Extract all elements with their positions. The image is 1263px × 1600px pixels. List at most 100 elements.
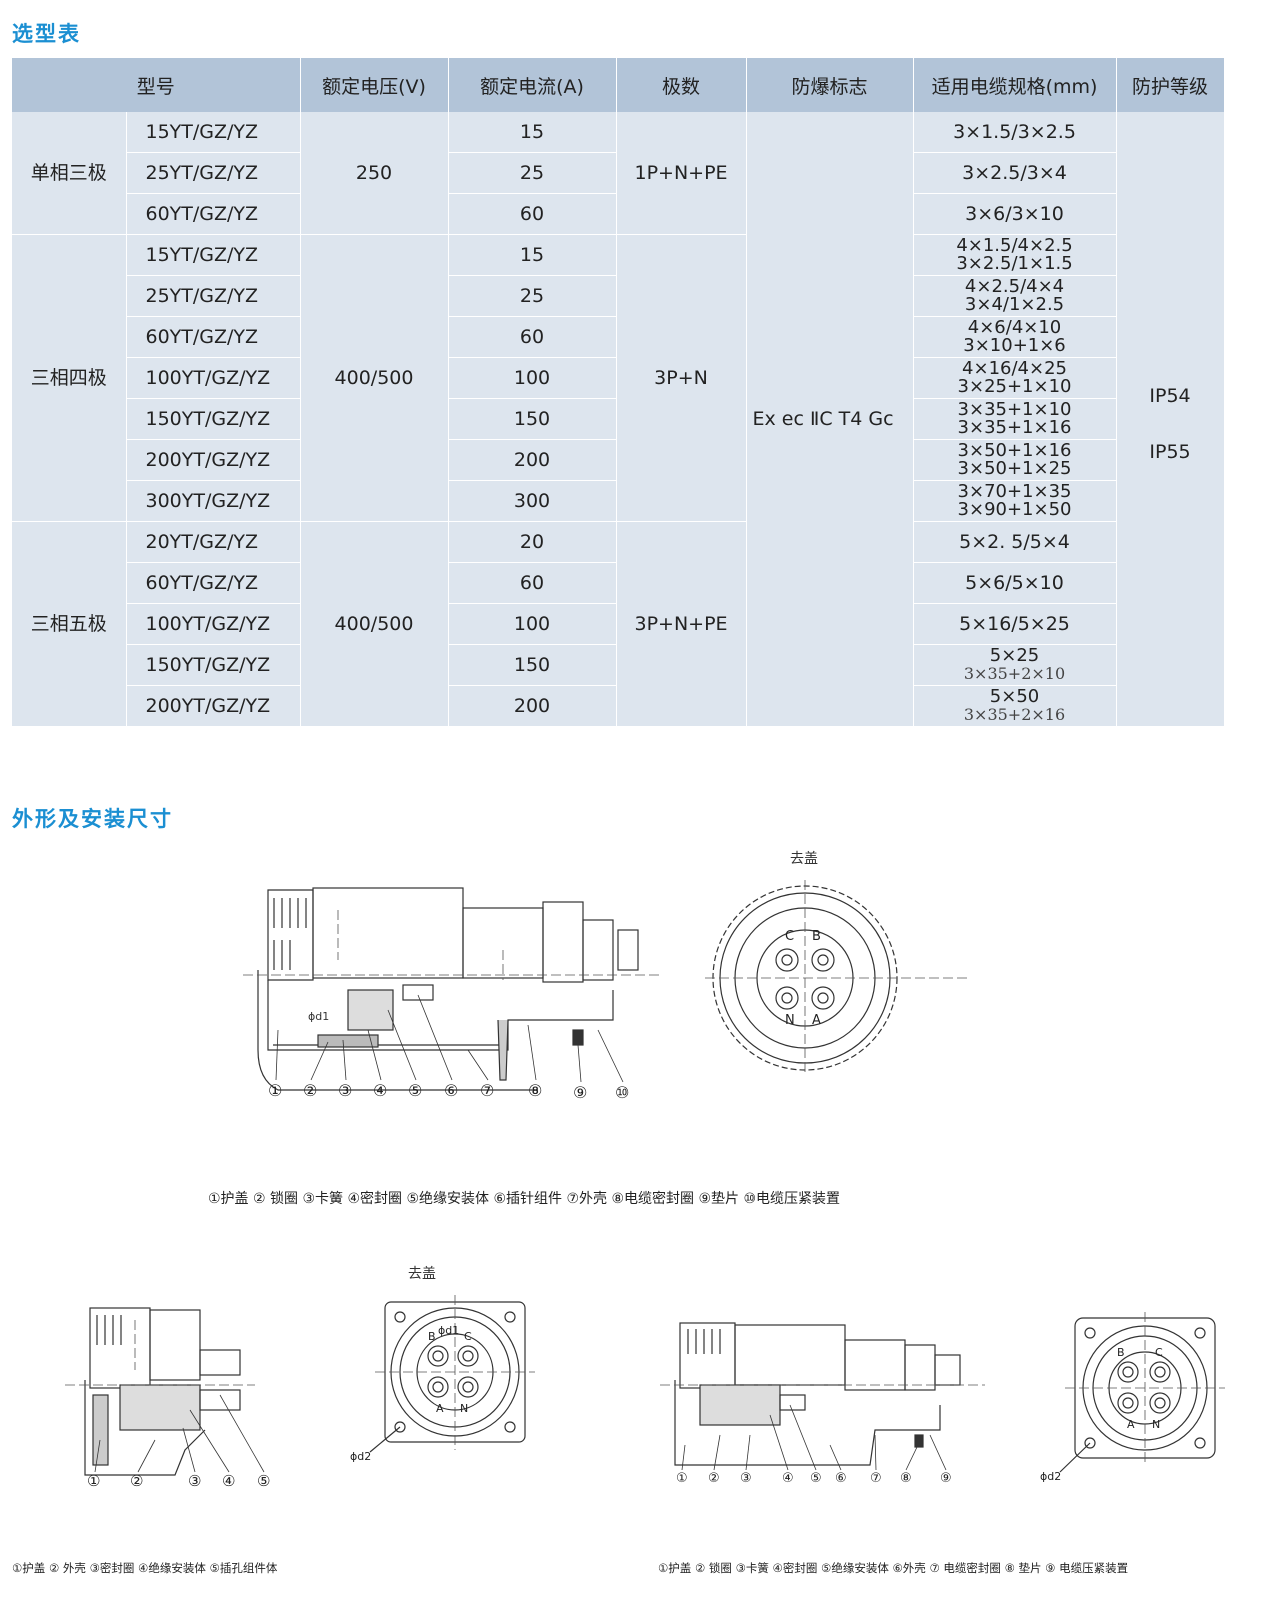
voltage-cell: 400/500 — [300, 234, 449, 522]
model-cell: 25YT/GZ/YZ — [126, 275, 301, 317]
cable-line-1: 3×2.5/3×4 — [962, 162, 1067, 184]
callout-8: ⑧ — [528, 1081, 542, 1100]
current-cell: 100 — [448, 603, 617, 645]
callout-3: ③ — [740, 1471, 752, 1486]
d1-label: ϕd1 — [308, 1010, 329, 1023]
callout-9: ⑨ — [940, 1471, 952, 1486]
socket-front-view-drawing: B C A N ϕd1 ϕd2 — [350, 1295, 535, 1463]
current-cell: 25 — [448, 275, 617, 317]
callout-4: ④ — [373, 1081, 387, 1100]
cable-line-2: 3×50+1×25 — [957, 458, 1072, 479]
model-cell: 100YT/GZ/YZ — [126, 603, 301, 645]
cable-cell: 3×2.5/3×4 — [913, 152, 1117, 194]
pin-label: N — [460, 1402, 468, 1415]
cable-line-2: 3×2.5/1×1.5 — [956, 253, 1073, 274]
header-model: 型号 — [12, 58, 301, 112]
pin-label: A — [436, 1402, 444, 1415]
cable-line-2: 3×90+1×50 — [957, 499, 1072, 520]
header-ex-mark: 防爆标志 — [746, 58, 914, 112]
model-cell: 300YT/GZ/YZ — [126, 480, 301, 522]
voltage-cell: 250 — [300, 112, 449, 235]
callout-2: ② — [303, 1081, 317, 1100]
callout-6: ⑥ — [835, 1471, 847, 1486]
protection-ip55: IP55 — [1149, 441, 1191, 463]
cable-cell: 3×6/3×10 — [913, 193, 1117, 235]
pin-label: C — [785, 929, 794, 944]
model-cell: 60YT/GZ/YZ — [126, 316, 301, 358]
cable-line-2: 3×35+2×16 — [963, 705, 1066, 724]
header-poles: 极数 — [616, 58, 747, 112]
plug-front-view-drawing: C B N A — [705, 880, 970, 1076]
cable-cell: 3×1.5/3×2.5 — [913, 112, 1117, 153]
model-cell: 25YT/GZ/YZ — [126, 152, 301, 194]
d1-label: ϕd1 — [438, 1324, 459, 1337]
current-cell: 60 — [448, 562, 617, 604]
socket-front-view-label: 去盖 — [408, 1266, 436, 1282]
plug-side-view-drawing: ϕd1 ① ② ③ ④ ⑤ ⑥ ⑦ ⑧ ⑨ ⑩ — [243, 887, 663, 1102]
pin-label: B — [812, 929, 821, 944]
callout-1: ① — [676, 1471, 688, 1486]
current-cell: 20 — [448, 521, 617, 563]
cable-line-2: 3×35+2×10 — [963, 664, 1066, 683]
callout-7: ⑦ — [870, 1471, 882, 1486]
table-header-row: 型号 额定电压(V) 额定电流(A) 极数 防爆标志 适用电缆规格(mm) 防护… — [12, 58, 1225, 112]
model-cell: 150YT/GZ/YZ — [126, 398, 301, 440]
callout-4: ④ — [782, 1471, 794, 1486]
table-row: 60YT/GZ/YZ 60 3×6/3×10 — [12, 193, 1224, 235]
model-cell: 60YT/GZ/YZ — [126, 193, 301, 235]
cable-line-1: 5×2. 5/5×4 — [959, 531, 1070, 553]
current-cell: 200 — [448, 685, 617, 727]
cable-line-1: 3×1.5/3×2.5 — [953, 121, 1076, 143]
header-voltage: 额定电压(V) — [300, 58, 449, 112]
protection-cell: IP54 IP55 — [1116, 112, 1225, 727]
table-row: 100YT/GZ/YZ 100 5×16/5×25 — [12, 603, 1224, 645]
callout-3: ③ — [188, 1472, 201, 1490]
model-cell: 15YT/GZ/YZ — [126, 234, 301, 276]
cable-cell: 5×2. 5/5×4 — [913, 521, 1117, 563]
d2-label: ϕd2 — [1040, 1470, 1061, 1483]
callout-1: ① — [87, 1472, 100, 1490]
group-name: 三相四极 — [12, 234, 127, 522]
cable-line-2: 3×4/1×2.5 — [964, 294, 1065, 315]
current-cell: 150 — [448, 644, 617, 686]
inline-plug-front-view-drawing: B C A N ϕd2 — [1040, 1312, 1225, 1483]
pin-label: C — [1155, 1346, 1163, 1359]
poles-cell: 3P+N+PE — [616, 521, 747, 727]
header-current: 额定电流(A) — [448, 58, 617, 112]
section-title-selection: 选型表 — [12, 22, 81, 46]
poles-cell: 1P+N+PE — [616, 112, 747, 235]
cable-line-2: 3×10+1×6 — [963, 335, 1066, 356]
bottom-left-caption: ①护盖 ② 外壳 ③密封圈 ④绝缘安装体 ⑤插孔组件体 — [12, 1561, 278, 1575]
cable-line-1: 5×6/5×10 — [965, 572, 1064, 594]
pin-label: A — [812, 1013, 821, 1028]
callout-2: ② — [130, 1472, 143, 1490]
header-protection: 防护等级 — [1116, 58, 1225, 112]
model-cell: 60YT/GZ/YZ — [126, 562, 301, 604]
cable-line-1: 3×50+1×16 — [957, 440, 1072, 461]
d2-label: ϕd2 — [350, 1450, 371, 1463]
callout-1: ① — [268, 1081, 282, 1100]
current-cell: 60 — [448, 316, 617, 358]
callout-9: ⑨ — [573, 1083, 587, 1102]
table-row: 单相三极 15YT/GZ/YZ 250 15 1P+N+PE Ex ec ⅡC … — [12, 112, 1225, 727]
cable-line-2: 3×25+1×10 — [957, 376, 1072, 397]
current-cell: 150 — [448, 398, 617, 440]
group-name: 三相五极 — [12, 521, 127, 727]
current-cell: 15 — [448, 112, 617, 153]
cable-line-1: 5×16/5×25 — [959, 613, 1070, 635]
current-cell: 200 — [448, 439, 617, 481]
model-cell: 15YT/GZ/YZ — [126, 112, 301, 153]
poles-cell: 3P+N — [616, 234, 747, 522]
